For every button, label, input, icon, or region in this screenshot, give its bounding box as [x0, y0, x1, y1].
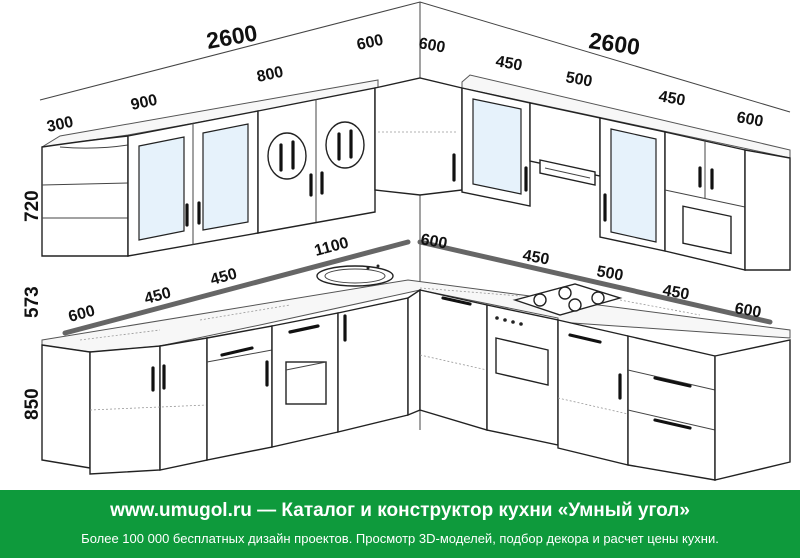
- dim-base-right-2: 500: [595, 263, 624, 284]
- dim-wall-right-0: 600: [417, 35, 446, 56]
- dim-wall-left-2: 800: [255, 64, 285, 86]
- dim-wall-left-1: 900: [129, 92, 159, 114]
- dim-base-left-1: 450: [143, 285, 173, 308]
- dim-base-right-1: 450: [521, 247, 550, 268]
- dim-base-right-4: 600: [733, 300, 762, 321]
- plate-icon: [267, 132, 307, 180]
- plate-icon: [325, 121, 365, 169]
- footer-banner: www.umugol.ru — Каталог и конструктор ку…: [0, 490, 800, 558]
- footer-title[interactable]: www.umugol.ru — Каталог и конструктор ку…: [110, 500, 690, 521]
- footer-subtitle: Более 100 000 бесплатных дизайн проектов…: [81, 531, 719, 546]
- dim-wall-right-total: 2600: [587, 27, 641, 60]
- hob-icon: [512, 283, 623, 316]
- base-cabinets-left: [41, 288, 421, 475]
- dim-height-gap: 573: [22, 286, 43, 318]
- kitchen-drawing: 2600 2600 300 900 800 600 600 450 500 45…: [22, 1, 791, 481]
- dim-base-right-3: 450: [661, 282, 690, 303]
- dim-height-upper: 720: [22, 190, 43, 222]
- dim-wall-right-3: 450: [657, 88, 686, 109]
- base-cabinets-right: [419, 289, 791, 481]
- fork-knife-icon: [279, 129, 353, 172]
- dim-wall-left-3: 600: [355, 32, 385, 54]
- base-corner-cabinet-r-600: [419, 289, 488, 431]
- kitchen-diagram: 2600 2600 300 900 800 600 600 450 500 45…: [22, 1, 791, 481]
- upper-cabinets-left: [41, 77, 463, 257]
- dimension-lines: [62, 239, 773, 336]
- microwave-icon: [682, 205, 732, 255]
- dim-wall-right-2: 500: [564, 69, 593, 90]
- dim-wall-left-0: 300: [45, 114, 75, 136]
- sink-base-cabinet-1100: [337, 297, 409, 433]
- oven-door-icon: [495, 337, 549, 386]
- dim-wall-right-1: 450: [494, 53, 523, 74]
- dim-base-left-0: 600: [67, 303, 97, 326]
- base-corner-cabinet-600: [41, 344, 91, 469]
- open-corner-shelf: [41, 135, 129, 257]
- dim-base-left-2: 450: [209, 266, 239, 289]
- upper-cabinets-right: [461, 74, 791, 271]
- base-drawers-600: [627, 335, 716, 481]
- dim-wall-left-total: 2600: [204, 19, 259, 53]
- dim-base-left-3: 1100: [313, 234, 351, 259]
- dim-height-lower: 850: [22, 388, 43, 420]
- corner-cabinet-600: [374, 77, 463, 196]
- base-cabinet-450: [159, 337, 208, 471]
- dim-wall-right-4: 600: [735, 109, 764, 130]
- dim-base-right-0: 600: [419, 231, 448, 252]
- base-drawer-cabinet-450: [206, 325, 273, 461]
